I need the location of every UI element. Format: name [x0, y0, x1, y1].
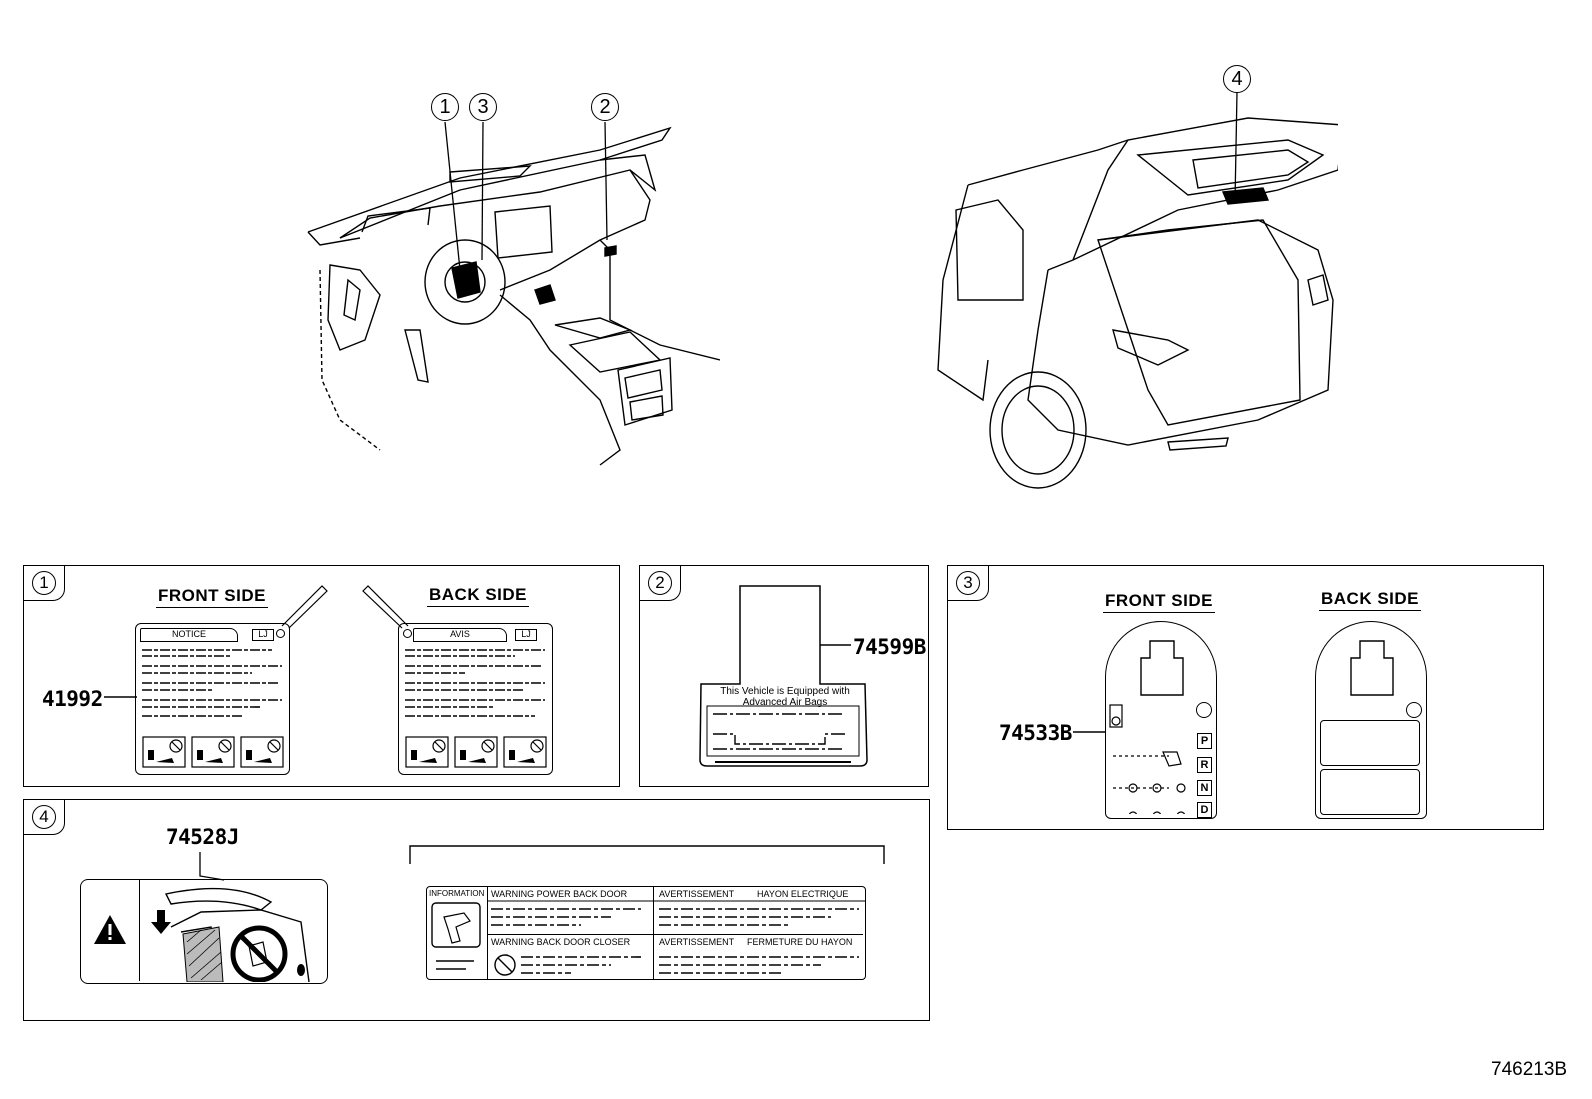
front-label-text-lines — [142, 649, 282, 717]
panel-number: 1 — [32, 571, 56, 595]
back-side-title: BACK SIDE — [427, 585, 530, 607]
airbag-label-outline — [699, 585, 868, 767]
panel-number-tab: 1 — [23, 565, 65, 601]
dimension-bracket — [409, 845, 885, 864]
back-label-text-lines — [405, 649, 545, 717]
back-door-pictogram-label — [80, 879, 328, 984]
shift-label-front: P R N D — [1105, 621, 1217, 819]
front-label-header: NOTICE — [140, 628, 238, 642]
shift-label-cutout — [1140, 640, 1184, 696]
callout-3: 3 — [469, 93, 497, 121]
back-label-hole — [403, 629, 412, 638]
panel-label-41992: 1 FRONT SIDE BACK SIDE 41992 NOTICE LJ — [23, 565, 620, 787]
avertissement-2: AVERTISSEMENT — [659, 937, 735, 947]
gear-R: R — [1197, 757, 1212, 773]
warning-back-door-closer: WARNING BACK DOOR CLOSER — [491, 937, 631, 947]
back-side-title: BACK SIDE — [1319, 589, 1422, 611]
rear-vehicle-illustration — [937, 117, 1338, 489]
callout-2: 2 — [591, 93, 619, 121]
callout-leader-rear — [1234, 92, 1238, 203]
part-number-74599B: 74599B — [853, 635, 926, 659]
back-label-tag: LJ — [515, 629, 537, 641]
callout-4: 4 — [1223, 65, 1251, 93]
shift-diagram-lines — [1109, 704, 1186, 814]
panel-number: 2 — [648, 571, 672, 595]
panel-number-tab: 4 — [23, 799, 65, 835]
diagram-code: 746213B — [1491, 1059, 1568, 1080]
panel-number-tab: 2 — [639, 565, 681, 601]
panel-number-tab: 3 — [947, 565, 989, 601]
airbag-label-line1: This Vehicle is Equipped with — [720, 686, 850, 697]
callout-leaders-interior — [444, 121, 608, 271]
airbag-label-line2: Advanced Air Bags — [742, 697, 828, 708]
back-label-pictograms — [405, 736, 547, 768]
part-number-74533B: 74533B — [999, 721, 1072, 745]
panel-number: 4 — [32, 805, 56, 829]
panel-label-74533B: 3 FRONT SIDE BACK SIDE 74533B P R N D — [947, 565, 1544, 830]
label-divider-horizontal — [487, 934, 863, 936]
leader-74528J — [199, 852, 225, 881]
hayon-electrique: HAYON ELECTRIQUE — [757, 889, 849, 899]
front-label-string — [281, 585, 328, 629]
shift-label-back — [1315, 621, 1427, 819]
shift-label-hole — [1196, 702, 1212, 718]
front-label-pictograms — [142, 736, 284, 768]
back-label-card: AVIS LJ — [398, 623, 553, 775]
back-label-header: AVIS — [413, 628, 507, 642]
front-label-card: NOTICE LJ — [135, 623, 290, 775]
gear-P: P — [1197, 733, 1212, 749]
power-back-door-warning-label: INFORMATION WARNING POWER BACK DOOR AVER… — [426, 886, 866, 980]
gear-N: N — [1197, 780, 1212, 796]
label-text-lines — [491, 908, 859, 976]
avertissement-1: AVERTISSEMENT — [659, 889, 735, 899]
shift-label-hole — [1406, 702, 1422, 718]
part-number-41992: 41992 — [42, 687, 103, 711]
gear-D: D — [1197, 802, 1212, 818]
panel-label-74599B: 2 This Vehicle is Equipped with Advanced… — [639, 565, 929, 787]
panel-label-74528J: 4 74528J — [23, 799, 930, 1021]
front-label-hole — [276, 629, 285, 638]
back-text-block-upper — [1320, 720, 1420, 766]
information-hand-icon — [431, 902, 481, 970]
leader-41992 — [104, 696, 137, 698]
leader-74599B — [820, 644, 851, 646]
information-header: INFORMATION — [429, 889, 485, 898]
shift-label-cutout — [1350, 640, 1394, 696]
label-header-rule — [487, 900, 865, 902]
part-number-74528J: 74528J — [166, 825, 239, 849]
front-label-tag: LJ — [252, 629, 274, 641]
leader-74533B — [1073, 731, 1106, 733]
panel-number: 3 — [956, 571, 980, 595]
warning-power-back-door: WARNING POWER BACK DOOR — [491, 889, 628, 899]
back-label-string — [362, 585, 409, 629]
back-text-block-lower — [1320, 769, 1420, 815]
label-divider-mid — [653, 887, 655, 979]
back-door-closing-icon — [151, 887, 310, 982]
front-side-title: FRONT SIDE — [156, 586, 268, 608]
label-divider-vertical — [487, 887, 489, 979]
front-side-title: FRONT SIDE — [1103, 591, 1215, 613]
warning-triangle-icon — [81, 880, 140, 981]
fermeture-du-hayon: FERMETURE DU HAYON — [747, 937, 853, 947]
interior-dashboard-illustration — [307, 126, 720, 466]
callout-1: 1 — [431, 93, 459, 121]
